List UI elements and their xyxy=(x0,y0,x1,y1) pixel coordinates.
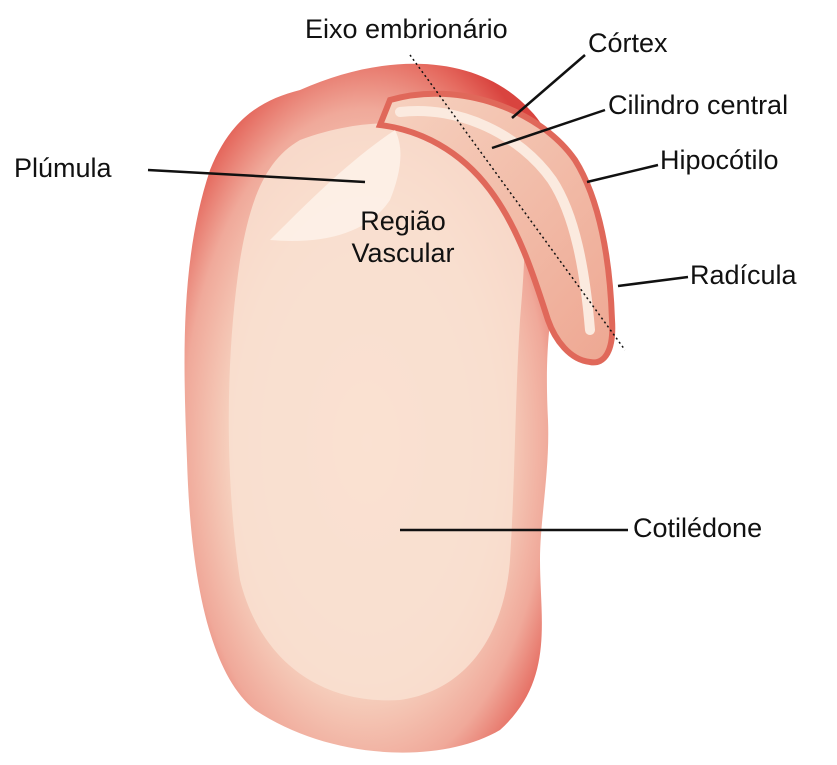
label-plumula: Plúmula xyxy=(14,155,112,182)
label-radicula: Radícula xyxy=(690,262,797,289)
label-hipocotilo: Hipocótilo xyxy=(660,147,779,174)
label-eixo-embrionario: Eixo embrionário xyxy=(305,16,508,43)
label-cortex: Córtex xyxy=(588,30,668,57)
label-cilindro-central: Cilindro central xyxy=(608,92,788,119)
label-regiao-line1: Região xyxy=(318,205,488,237)
label-regiao-line2: Vascular xyxy=(318,237,488,269)
label-cotiledone: Cotilédone xyxy=(633,515,762,542)
label-regiao-vascular: Região Vascular xyxy=(318,205,488,270)
radicula-leader-line xyxy=(618,277,688,286)
hipocotilo-leader-line xyxy=(587,165,658,182)
cortex-leader-line xyxy=(512,55,585,118)
